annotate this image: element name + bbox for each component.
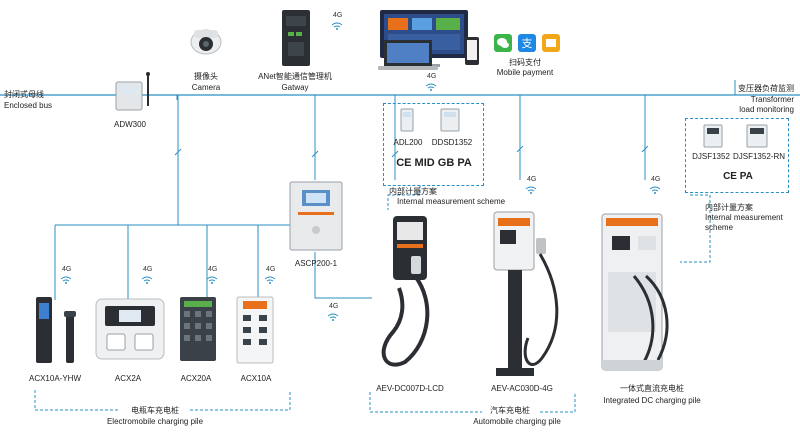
adw300-label: ADW300: [113, 120, 146, 129]
acx10a-yhw-4g-label: 4G: [62, 266, 72, 273]
acx2a-wifi-icon: [141, 276, 153, 284]
aev-dc007d-pile-icon: [381, 216, 430, 367]
djsf1352-label: DJSF1352: [692, 152, 730, 161]
ddsd1352-meter-icon: [440, 108, 460, 132]
ascp-4g-label: 4G: [329, 303, 339, 310]
bus-label-cn: 封闭式母线: [4, 90, 44, 99]
unionpay-icon: [542, 34, 560, 52]
adl200-meter-icon: [400, 108, 414, 132]
integrated-wifi-icon: [649, 186, 661, 194]
certification-marks-2: CE PA: [723, 171, 753, 182]
integrated-dc-pile-icon: [601, 213, 669, 371]
phone-icon: [465, 37, 479, 65]
internal-scheme-1-cn: 内部计量方案: [389, 187, 437, 196]
automobile-label-cn: 汽车充电桩: [482, 406, 538, 416]
integrated-dc-label-en: Integrated DC charging pile: [603, 396, 701, 405]
integrated-dc-label-cn: 一体式直流充电桩: [620, 384, 684, 393]
ddsd1352-label: DDSD1352: [431, 138, 473, 147]
bus-label-en: Enclosed bus: [4, 101, 53, 110]
acx20a-wifi-icon: [206, 276, 218, 284]
gateway-wifi-icon: [331, 22, 343, 30]
camera-label-en: Camera: [191, 83, 221, 92]
acx20a-pile-icon: [180, 297, 216, 361]
gateway-label-en: Gatway: [281, 83, 309, 92]
laptop-icon: [378, 40, 438, 70]
internal-scheme-2-cn: 内部计量方案: [705, 203, 753, 212]
acx10a-wifi-icon: [264, 276, 276, 284]
svg-text:支: 支: [522, 37, 533, 50]
camera-label-cn: 摄像头: [194, 72, 218, 81]
acx10a-yhw-wifi-icon: [60, 276, 72, 284]
acx2a-4g-label: 4G: [143, 266, 153, 273]
internal-scheme-1-en: Internal measurement scheme: [397, 197, 506, 206]
gateway-4g-label: 4G: [333, 12, 343, 19]
adl200-label: ADL200: [393, 138, 423, 147]
ascp200-device-icon: [289, 181, 343, 251]
acx10a-pile-icon: [236, 296, 274, 364]
acx10a-label: ACX10A: [240, 374, 272, 383]
auto-bracket: [369, 392, 576, 413]
gateway-label-cn: ANet智能通信管理机: [258, 72, 332, 81]
acx10a-4g-label: 4G: [266, 266, 276, 273]
gateway-device-icon: [282, 10, 310, 66]
transformer-label-en1: Transformer: [750, 95, 794, 104]
djsf1352-meter-icon: [703, 124, 723, 148]
internal-scheme-2-en2: scheme: [705, 223, 734, 232]
certification-marks: CE MID GB PA: [396, 157, 472, 169]
monitor-4g-label: 4G: [427, 73, 437, 80]
djsf1352-rn-meter-icon: [746, 124, 768, 148]
acx10a-yhw-label: ACX10A-YHW: [28, 374, 81, 383]
transformer-label-cn: 变压器负荷监测: [738, 84, 794, 93]
acx10a-yhw-pile-icon: [36, 297, 76, 363]
electromobile-label-en: Electromobile charging pile: [106, 417, 204, 426]
internal-scheme-box-2: [685, 118, 789, 193]
aev-ac030d-pile-icon: [493, 211, 559, 376]
transformer-label-en2: load monitoring: [739, 105, 794, 114]
electromobile-label-cn: 电瓶车充电桩: [120, 406, 190, 416]
adw300-meter-icon: [115, 72, 150, 111]
integrated-4g-label: 4G: [651, 176, 661, 183]
monitor-wifi-icon: [425, 83, 437, 91]
ascp-wifi-icon: [327, 313, 339, 321]
ac-4g-label: 4G: [527, 176, 537, 183]
mobile-pay-label-cn: 扫码支付: [509, 58, 541, 67]
ascp200-label: ASCP200-1: [294, 259, 338, 268]
wechat-pay-icon: [494, 34, 512, 52]
acx2a-pile-icon: [95, 298, 165, 360]
acx20a-4g-label: 4G: [208, 266, 218, 273]
alipay-icon: 支: [518, 34, 536, 52]
aev-ac030d-label: AEV-AC030D-4G: [491, 384, 553, 393]
djsf1352-rn-label: DJSF1352-RN: [732, 152, 785, 161]
acx20a-label: ACX20A: [180, 374, 212, 383]
ac-wifi-icon: [525, 186, 537, 194]
automobile-label-en: Automobile charging pile: [473, 417, 561, 426]
aev-dc007d-label: AEV-DC007D-LCD: [376, 384, 444, 393]
acx2a-label: ACX2A: [114, 374, 142, 383]
internal-scheme-2-en1: Internal measurement: [705, 213, 783, 222]
internal-scheme-box-1: [383, 103, 484, 186]
mobile-pay-label-en: Mobile payment: [496, 68, 554, 77]
camera-icon: [190, 29, 222, 55]
